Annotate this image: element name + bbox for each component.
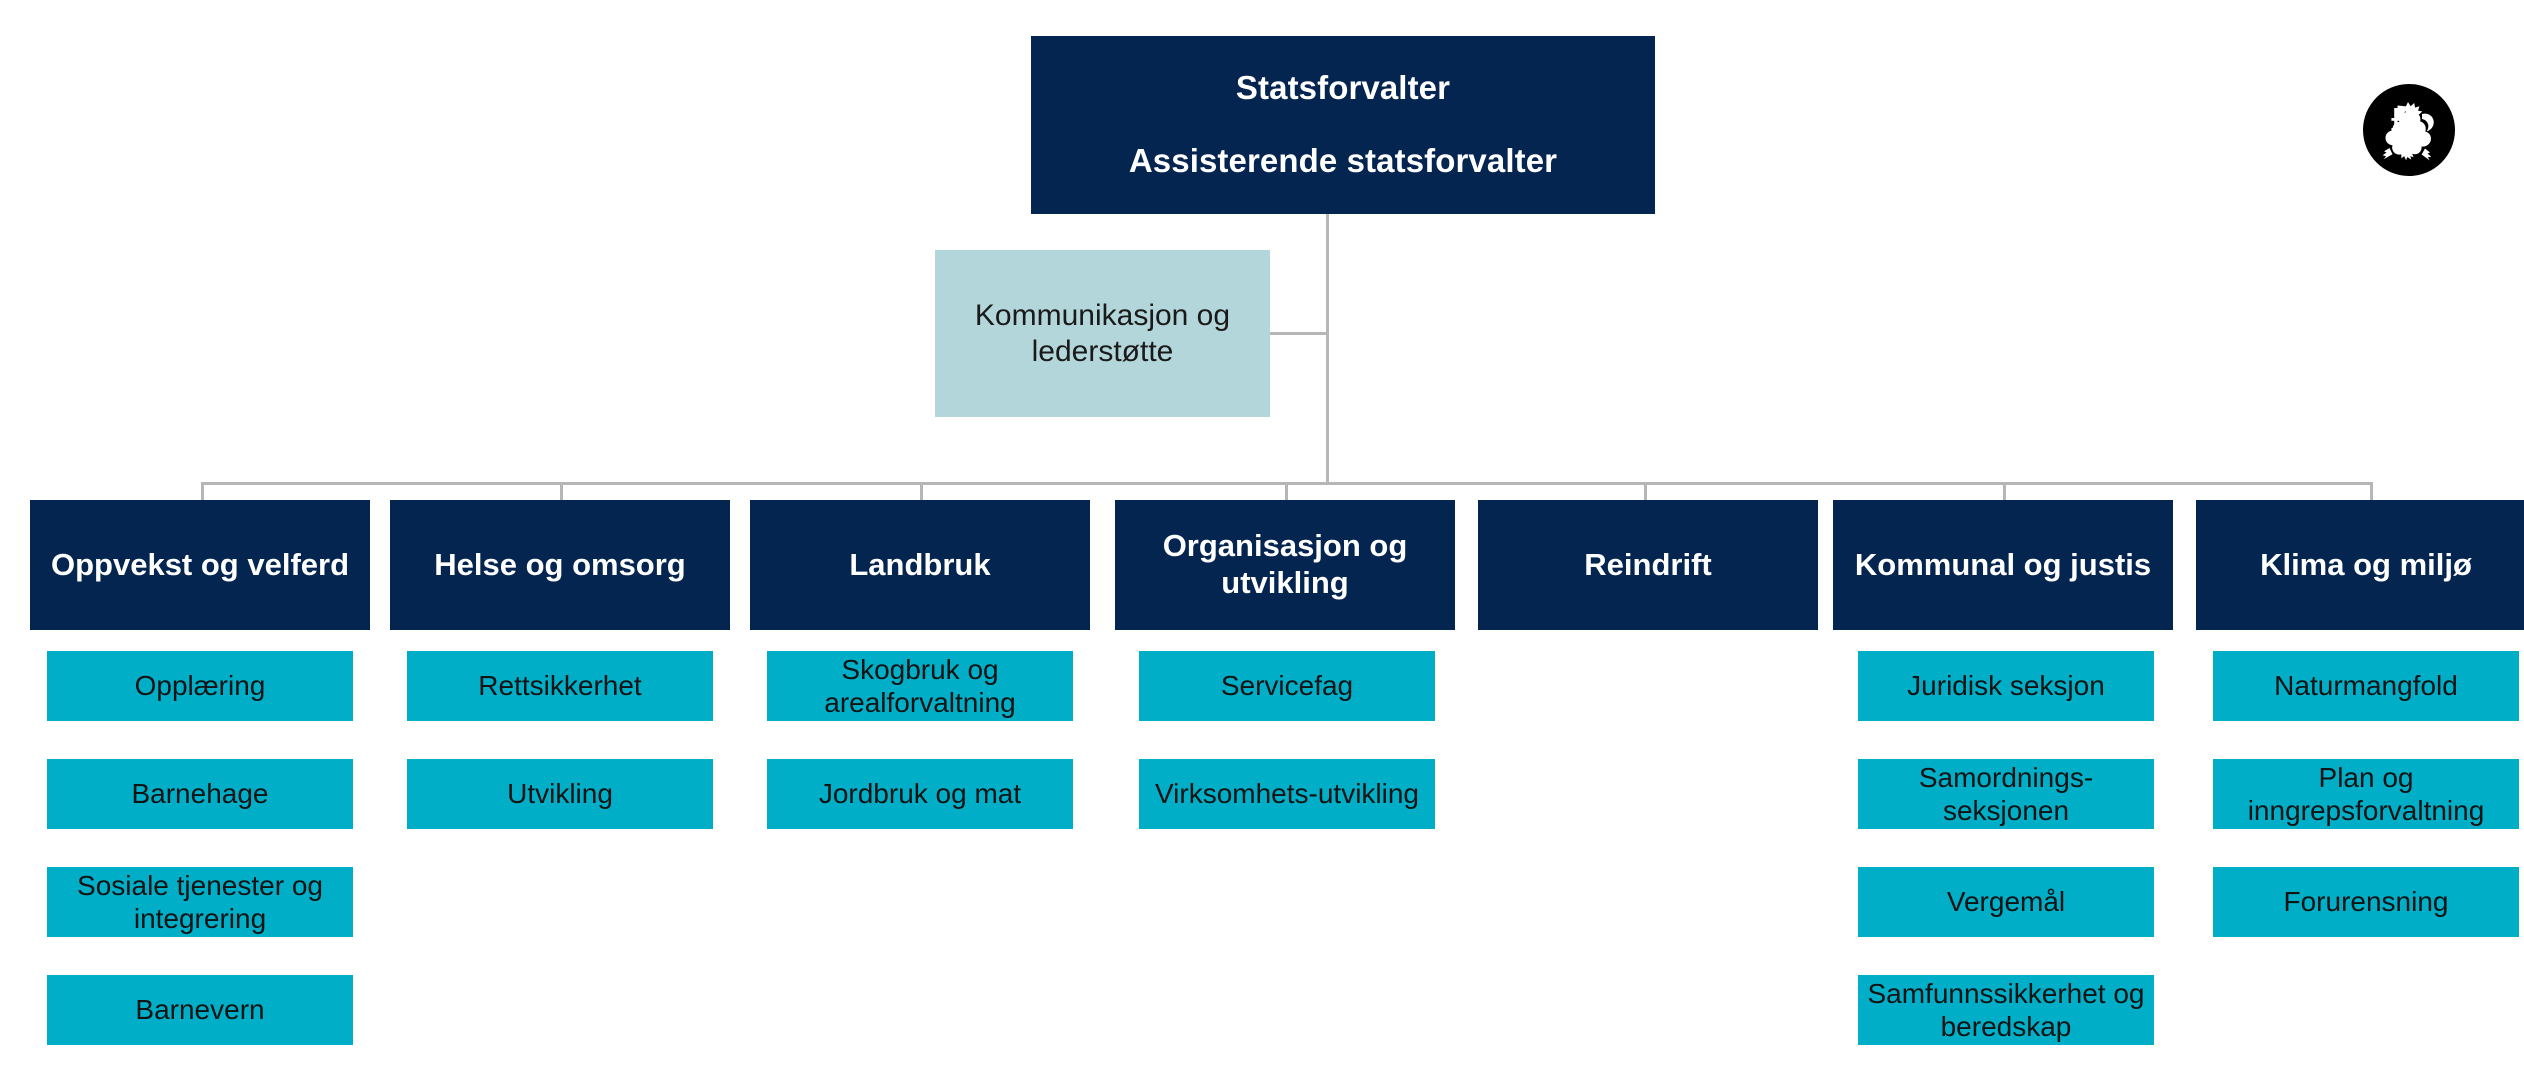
unit-box-3-0[interactable]: Servicefag <box>1139 651 1435 721</box>
unit-label-5-2: Vergemål <box>1946 886 2066 918</box>
unit-label-3-0: Servicefag <box>1220 670 1354 702</box>
unit-label-6-0: Naturmangfold <box>2274 670 2458 702</box>
connector-drop-6 <box>2003 482 2006 500</box>
connector-spine-vertical <box>1326 214 1329 484</box>
connector-drop-4 <box>1285 482 1288 500</box>
unit-box-1-0[interactable]: Rettsikkerhet <box>407 651 713 721</box>
staff-box-kommunikasjon-og-lederstotte[interactable]: Kommunikasjon og lederstøtte <box>935 250 1270 417</box>
unit-box-0-0[interactable]: Opplæring <box>47 651 353 721</box>
dept-header-label-5: Kommunal og justis <box>1854 546 2152 582</box>
unit-box-3-1[interactable]: Virksomhets-utvikling <box>1139 759 1435 829</box>
unit-label-0-1: Barnehage <box>131 778 269 810</box>
unit-label-6-1: Plan og inngrepsforvaltning <box>2247 761 2485 826</box>
unit-box-2-0[interactable]: Skogbruk og arealforvaltning <box>767 651 1073 721</box>
top-box-statsforvalter[interactable]: Statsforvalter Assisterende statsforvalt… <box>1031 36 1655 214</box>
dept-header-label-4: Reindrift <box>1584 546 1712 582</box>
dept-header-0[interactable]: Oppvekst og velferd <box>30 500 370 630</box>
connector-staff-horizontal <box>1270 332 1328 335</box>
unit-label-0-0: Opplæring <box>134 670 266 702</box>
unit-label-6-2: Forurensning <box>2283 886 2449 918</box>
unit-box-0-3[interactable]: Barnevern <box>47 975 353 1045</box>
dept-header-label-3: Organisasjon og utvikling <box>1162 528 1408 600</box>
unit-label-5-1: Samordnings-seksjonen <box>1918 761 2094 826</box>
unit-label-3-1: Virksomhets-utvikling <box>1154 778 1420 810</box>
dept-header-6[interactable]: Klima og miljø <box>2196 500 2524 630</box>
dept-header-1[interactable]: Helse og omsorg <box>390 500 730 630</box>
unit-box-0-1[interactable]: Barnehage <box>47 759 353 829</box>
dept-header-2[interactable]: Landbruk <box>750 500 1090 630</box>
connector-drop-1 <box>201 482 204 500</box>
unit-box-0-2[interactable]: Sosiale tjenester og integrering <box>47 867 353 937</box>
unit-label-5-3: Samfunnssikkerhet og beredskap <box>1867 977 2145 1042</box>
unit-label-0-3: Barnevern <box>135 994 265 1026</box>
unit-label-1-1: Utvikling <box>507 778 613 810</box>
unit-label-0-2: Sosiale tjenester og integrering <box>77 869 323 934</box>
connector-drop-2 <box>560 482 563 500</box>
unit-label-1-0: Rettsikkerhet <box>478 670 642 702</box>
unit-box-5-1[interactable]: Samordnings-seksjonen <box>1858 759 2154 829</box>
connector-drop-3 <box>920 482 923 500</box>
dept-header-label-1: Helse og omsorg <box>434 546 686 582</box>
unit-box-6-1[interactable]: Plan og inngrepsforvaltning <box>2213 759 2519 829</box>
connector-drop-5 <box>1644 482 1647 500</box>
dept-header-label-6: Klima og miljø <box>2260 546 2472 582</box>
dept-header-4[interactable]: Reindrift <box>1478 500 1818 630</box>
dept-header-label-2: Landbruk <box>849 546 991 582</box>
connector-drop-7 <box>2370 482 2373 500</box>
unit-label-5-0: Juridisk seksjon <box>1907 670 2105 702</box>
norwegian-coat-of-arms-icon <box>2363 84 2455 176</box>
top-box-line2: Assisterende statsforvalter <box>1128 142 1558 179</box>
unit-box-5-0[interactable]: Juridisk seksjon <box>1858 651 2154 721</box>
dept-header-5[interactable]: Kommunal og justis <box>1833 500 2173 630</box>
unit-box-6-2[interactable]: Forurensning <box>2213 867 2519 937</box>
dept-header-3[interactable]: Organisasjon og utvikling <box>1115 500 1455 630</box>
unit-box-5-3[interactable]: Samfunnssikkerhet og beredskap <box>1858 975 2154 1045</box>
unit-box-5-2[interactable]: Vergemål <box>1858 867 2154 937</box>
unit-box-6-0[interactable]: Naturmangfold <box>2213 651 2519 721</box>
staff-box-label: Kommunikasjon og lederstøtte <box>974 299 1231 368</box>
unit-label-2-1: Jordbruk og mat <box>818 778 1022 810</box>
unit-box-2-1[interactable]: Jordbruk og mat <box>767 759 1073 829</box>
dept-header-label-0: Oppvekst og velferd <box>50 546 350 582</box>
top-box-line1: Statsforvalter <box>1235 69 1451 107</box>
unit-box-1-1[interactable]: Utvikling <box>407 759 713 829</box>
unit-label-2-0: Skogbruk og arealforvaltning <box>824 653 1016 718</box>
